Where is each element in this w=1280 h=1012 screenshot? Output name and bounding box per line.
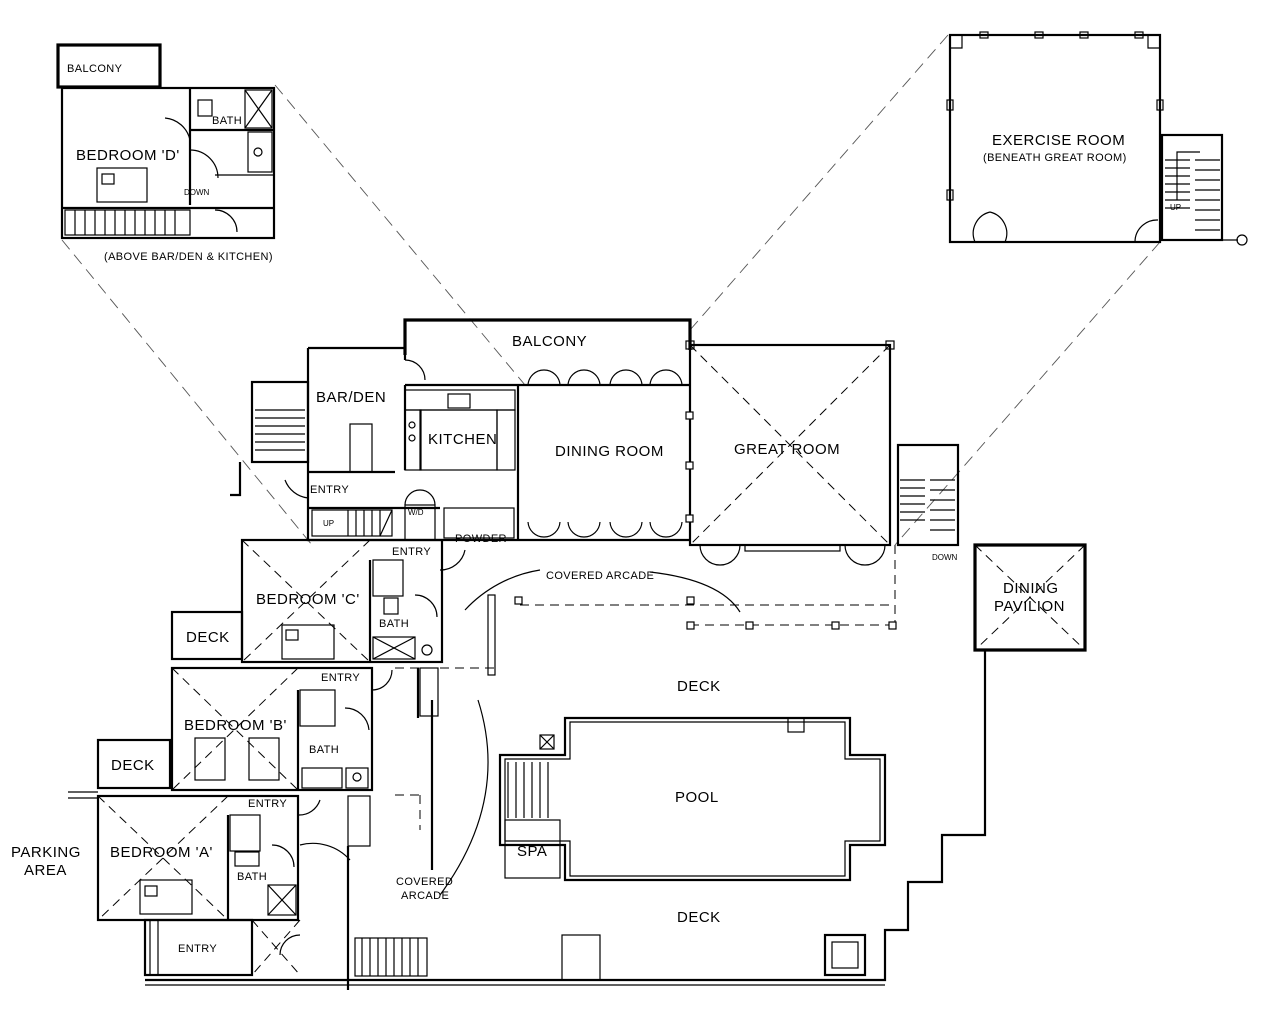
north-wing — [230, 318, 960, 566]
bar-den-label: BAR/DEN — [316, 389, 386, 406]
powder-label: POWDER — [455, 533, 507, 545]
deck-main-label: DECK — [677, 678, 721, 695]
exercise-up-label: UP — [1170, 203, 1181, 212]
inset-above-note: (ABOVE BAR/DEN & KITCHEN) — [104, 251, 273, 263]
room-labels: BALCONY BAR/DEN KITCHEN DINING ROOM GREA… — [11, 333, 1065, 955]
entry-top-label: ENTRY — [310, 484, 349, 496]
exercise-room-label: EXERCISE ROOM — [992, 132, 1125, 149]
bedroom-d-label: BEDROOM 'D' — [76, 147, 180, 164]
inset-bath-label: BATH — [212, 115, 242, 127]
bedroom-wing — [68, 538, 495, 990]
entry-a-label: ENTRY — [248, 798, 287, 810]
parking-label-1: PARKING — [11, 844, 81, 861]
dining-room-label: DINING ROOM — [555, 443, 664, 460]
covered-arcade-low-label-1: COVERED — [396, 876, 453, 888]
balcony-label: BALCONY — [512, 333, 587, 350]
great-room-label: GREAT ROOM — [734, 441, 840, 458]
inset-balcony-label: BALCONY — [67, 63, 123, 75]
projection-lines — [61, 34, 1161, 546]
exercise-room-note: (BENEATH GREAT ROOM) — [983, 152, 1127, 164]
bedroom-b-label: BEDROOM 'B' — [184, 717, 287, 734]
deck-bottom-label: DECK — [677, 909, 721, 926]
dining-pavilion-label-2: PAVILION — [994, 598, 1065, 615]
dining-pavilion-label-1: DINING — [1003, 580, 1059, 597]
covered-arcade-top-label: COVERED ARCADE — [546, 570, 654, 582]
inset-exercise-room: EXERCISE ROOM (BENEATH GREAT ROOM) UP — [946, 31, 1248, 246]
covered-arcade-low-label-2: ARCADE — [401, 890, 449, 902]
covered-arcade-top — [439, 545, 897, 676]
deck-b-label: DECK — [111, 757, 155, 774]
entry-b-label: ENTRY — [321, 672, 360, 684]
bath-a-label: BATH — [237, 871, 267, 883]
wd-label: W/D — [408, 508, 424, 517]
bath-c-label: BATH — [379, 618, 409, 630]
entry-bottom-label: ENTRY — [178, 943, 217, 955]
entry-c-label: ENTRY — [392, 546, 431, 558]
bedroom-a-label: BEDROOM 'A' — [110, 844, 213, 861]
bedroom-c-label: BEDROOM 'C' — [256, 591, 360, 608]
down-label: DOWN — [932, 553, 958, 562]
kitchen-label: KITCHEN — [428, 431, 497, 448]
deck-c-label: DECK — [186, 629, 230, 646]
spa-label: SPA — [517, 843, 547, 860]
pool-deck — [145, 650, 987, 986]
dining-pavilion — [973, 543, 1087, 652]
parking-label-2: AREA — [24, 862, 67, 879]
inset-down-label: DOWN — [184, 188, 210, 197]
pool-label: POOL — [675, 789, 719, 806]
up-label: UP — [323, 519, 334, 528]
inset-bedroom-d: BALCONY BATH BEDROOM 'D' DOWN (ABOVE BAR… — [56, 43, 276, 263]
bath-b-label: BATH — [309, 744, 339, 756]
